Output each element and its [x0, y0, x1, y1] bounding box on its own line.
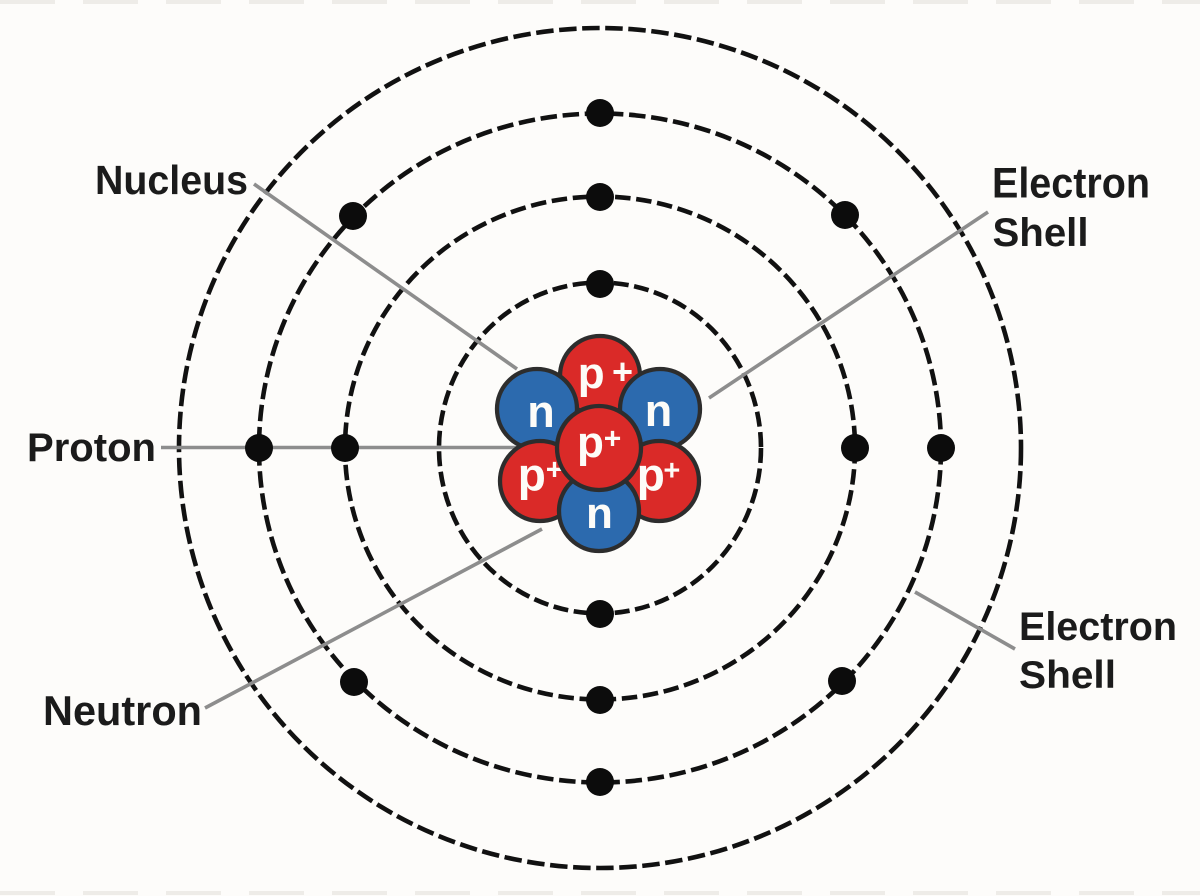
svg-text:n: n — [645, 385, 673, 436]
svg-text:Shell: Shell — [1019, 654, 1116, 697]
svg-text:n: n — [527, 386, 555, 437]
svg-text:+: + — [663, 455, 680, 487]
svg-text:Electron: Electron — [992, 160, 1150, 208]
svg-text:Shell: Shell — [993, 211, 1089, 255]
svg-text:Proton: Proton — [27, 426, 156, 470]
svg-text:Neutron: Neutron — [43, 687, 202, 734]
svg-text:p: p — [578, 349, 605, 398]
svg-text:p: p — [577, 418, 604, 467]
svg-text:p: p — [518, 449, 546, 501]
svg-text:+: + — [604, 423, 622, 456]
svg-text:+: + — [612, 351, 633, 392]
svg-text:n: n — [586, 489, 613, 538]
svg-text:Electron: Electron — [1019, 605, 1177, 649]
svg-text:Nucleus: Nucleus — [95, 157, 248, 203]
